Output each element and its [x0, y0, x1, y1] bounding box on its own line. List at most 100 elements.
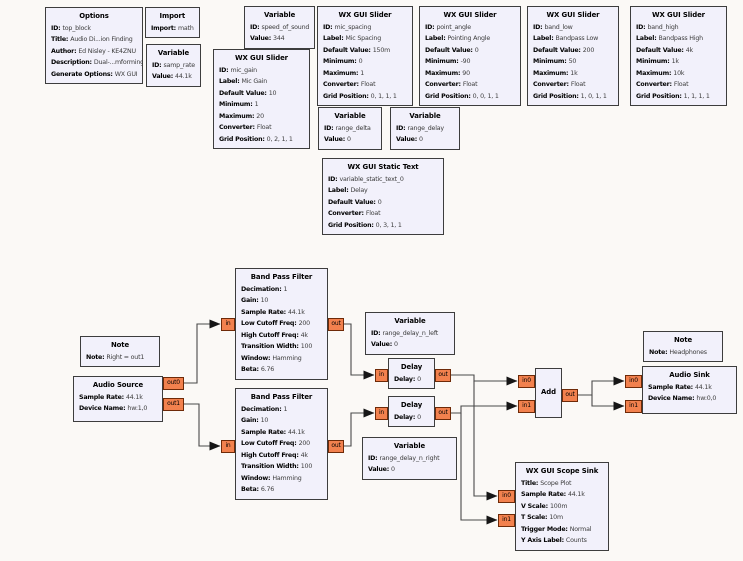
- wire-bpf-right-to-delay-right[interactable]: [344, 408, 375, 447]
- block-slider-point-angle[interactable]: WX GUI SliderIDpoint_angleLabelPointing …: [419, 6, 521, 106]
- port-delay-right-in[interactable]: in: [375, 407, 388, 420]
- block-variable-samp-rate[interactable]: VariableIDsamp_rateValue44.1k: [146, 44, 201, 87]
- block-param: T Scale10m: [521, 512, 603, 524]
- block-param: Beta6.76: [241, 364, 322, 376]
- block-param: Grid Position0, 3, 1, 1: [328, 220, 438, 232]
- block-static-text[interactable]: WX GUI Static TextIDvariable_static_text…: [322, 158, 444, 235]
- wire-bpf-left-to-delay-left[interactable]: [344, 323, 375, 380]
- block-param: TitleScope Plot: [521, 478, 603, 490]
- block-delay-right[interactable]: DelayDelay0: [388, 396, 435, 427]
- wire-delay-left-to-add-in0[interactable]: [451, 374, 518, 386]
- block-band-pass-filter-left[interactable]: Band Pass FilterDecimation1Gain10Sample …: [235, 268, 328, 380]
- block-variable-speed-of-sound[interactable]: VariableIDspeed_of_soundValue344: [244, 6, 316, 49]
- block-options[interactable]: OptionsIDtop_blockTitleAudio Di...ion Fi…: [45, 7, 143, 84]
- block-delay-left[interactable]: DelayDelay0: [388, 358, 435, 389]
- block-band-pass-filter-right[interactable]: Band Pass FilterDecimation1Gain10Sample …: [235, 388, 328, 500]
- block-slider-band-low[interactable]: WX GUI SliderIDband_lowLabelBandpass Low…: [527, 6, 619, 106]
- block-param: Decimation1: [241, 404, 322, 416]
- block-title: Variable: [394, 317, 426, 325]
- block-param: Value0: [396, 134, 454, 146]
- port-audio-sink-in1[interactable]: in1: [625, 400, 642, 413]
- wire-delay-right-to-scope-in1[interactable]: [460, 413, 498, 525]
- block-variable-range-delay-n-left[interactable]: VariableIDrange_delay_n_leftValue0: [365, 312, 455, 355]
- port-scope-sink-in0[interactable]: in0: [498, 490, 515, 503]
- port-delay-left-in[interactable]: in: [375, 369, 388, 382]
- block-title: WX GUI Slider: [235, 54, 288, 62]
- block-param: Delay0: [394, 374, 429, 386]
- block-param: LabelPointing Angle: [425, 33, 515, 45]
- block-param: LabelDelay: [328, 185, 438, 197]
- block-variable-range-delay[interactable]: VariableIDrange_delayValue0: [390, 107, 460, 150]
- block-param: LabelBandpass High: [636, 33, 721, 45]
- block-param: High Cutoff Freq4k: [241, 450, 322, 462]
- block-note-right-out1[interactable]: NoteNoteRight = out1: [80, 336, 160, 367]
- block-add[interactable]: Add: [535, 368, 562, 418]
- block-title: WX GUI Slider: [338, 11, 392, 19]
- block-variable-range-delay-n-right[interactable]: VariableIDrange_delay_n_rightValue0: [362, 437, 457, 480]
- port-add-in0[interactable]: in0: [518, 375, 535, 388]
- block-param: High Cutoff Freq4k: [241, 330, 322, 342]
- wire-delay-left-to-scope-in0[interactable]: [473, 381, 498, 501]
- block-param: ConverterFloat: [533, 79, 613, 91]
- port-add-out[interactable]: out: [562, 389, 578, 402]
- block-param: Transition Width100: [241, 461, 322, 473]
- wire-delay-right-to-add-in1[interactable]: [451, 401, 518, 414]
- port-bpf-right-out[interactable]: out: [328, 440, 344, 453]
- block-title: Variable: [334, 112, 366, 120]
- block-param: Minimum1: [219, 99, 304, 111]
- port-scope-sink-in1[interactable]: in1: [498, 514, 515, 527]
- block-param: Minimum-90: [425, 56, 515, 68]
- port-bpf-right-in[interactable]: in: [221, 440, 235, 453]
- block-slider-mic-spacing[interactable]: WX GUI SliderIDmic_spacingLabelMic Spaci…: [317, 6, 413, 106]
- block-slider-mic-gain[interactable]: WX GUI SliderIDmic_gainLabelMic GainDefa…: [213, 49, 310, 149]
- wire-source-out0-to-bpf-left[interactable]: [184, 319, 221, 384]
- block-param: IDmic_spacing: [323, 22, 407, 34]
- block-title: Audio Sink: [669, 371, 710, 379]
- block-param: IDrange_delay_n_left: [371, 328, 449, 340]
- block-param: IDband_low: [533, 22, 613, 34]
- wire-source-out1-to-bpf-right[interactable]: [184, 403, 221, 451]
- block-param: ConverterFloat: [425, 79, 515, 91]
- block-param: Minimum50: [533, 56, 613, 68]
- block-param: Value344: [250, 33, 309, 45]
- block-title: Note: [673, 336, 693, 344]
- block-param: Maximum90: [425, 68, 515, 80]
- port-audio-source-out0[interactable]: out0: [163, 377, 184, 390]
- block-param: WindowHamming: [241, 353, 322, 365]
- block-param: IDpoint_angle: [425, 22, 515, 34]
- port-delay-right-out[interactable]: out: [435, 407, 451, 420]
- block-slider-band-high[interactable]: WX GUI SliderIDband_highLabelBandpass Hi…: [630, 6, 727, 106]
- block-param: Default Value200: [533, 45, 613, 57]
- block-note-headphones[interactable]: NoteNoteHeadphones: [643, 331, 723, 362]
- block-param: Default Value10: [219, 88, 304, 100]
- block-title: Variable: [157, 49, 190, 57]
- block-param: Sample Rate44.1k: [521, 489, 603, 501]
- block-param: Low Cutoff Freq200: [241, 318, 322, 330]
- block-param: Maximum1: [323, 68, 407, 80]
- block-param: Sample Rate44.1k: [241, 307, 322, 319]
- port-bpf-left-in[interactable]: in: [221, 318, 235, 331]
- block-title: WX GUI Slider: [546, 11, 600, 19]
- block-title: Audio Source: [92, 381, 144, 389]
- block-param: Minimum0: [323, 56, 407, 68]
- wire-add-out-to-sink-in1[interactable]: [591, 395, 625, 411]
- block-import[interactable]: ImportImportmath: [145, 7, 200, 38]
- block-param: ConverterFloat: [219, 122, 304, 134]
- block-param: Sample Rate44.1k: [648, 382, 731, 394]
- block-title: WX GUI Static Text: [347, 163, 419, 171]
- port-audio-source-out1[interactable]: out1: [163, 398, 184, 411]
- block-param: Maximum1k: [533, 68, 613, 80]
- port-audio-sink-in0[interactable]: in0: [625, 375, 642, 388]
- port-delay-left-out[interactable]: out: [435, 369, 451, 382]
- block-variable-range-delta[interactable]: VariableIDrange_deltaValue0: [318, 107, 382, 150]
- block-param: Value0: [368, 464, 451, 476]
- port-bpf-left-out[interactable]: out: [328, 318, 344, 331]
- wire-add-out-to-sink-in0[interactable]: [578, 376, 625, 396]
- block-param: IDrange_delay: [396, 123, 454, 135]
- port-add-in1[interactable]: in1: [518, 400, 535, 413]
